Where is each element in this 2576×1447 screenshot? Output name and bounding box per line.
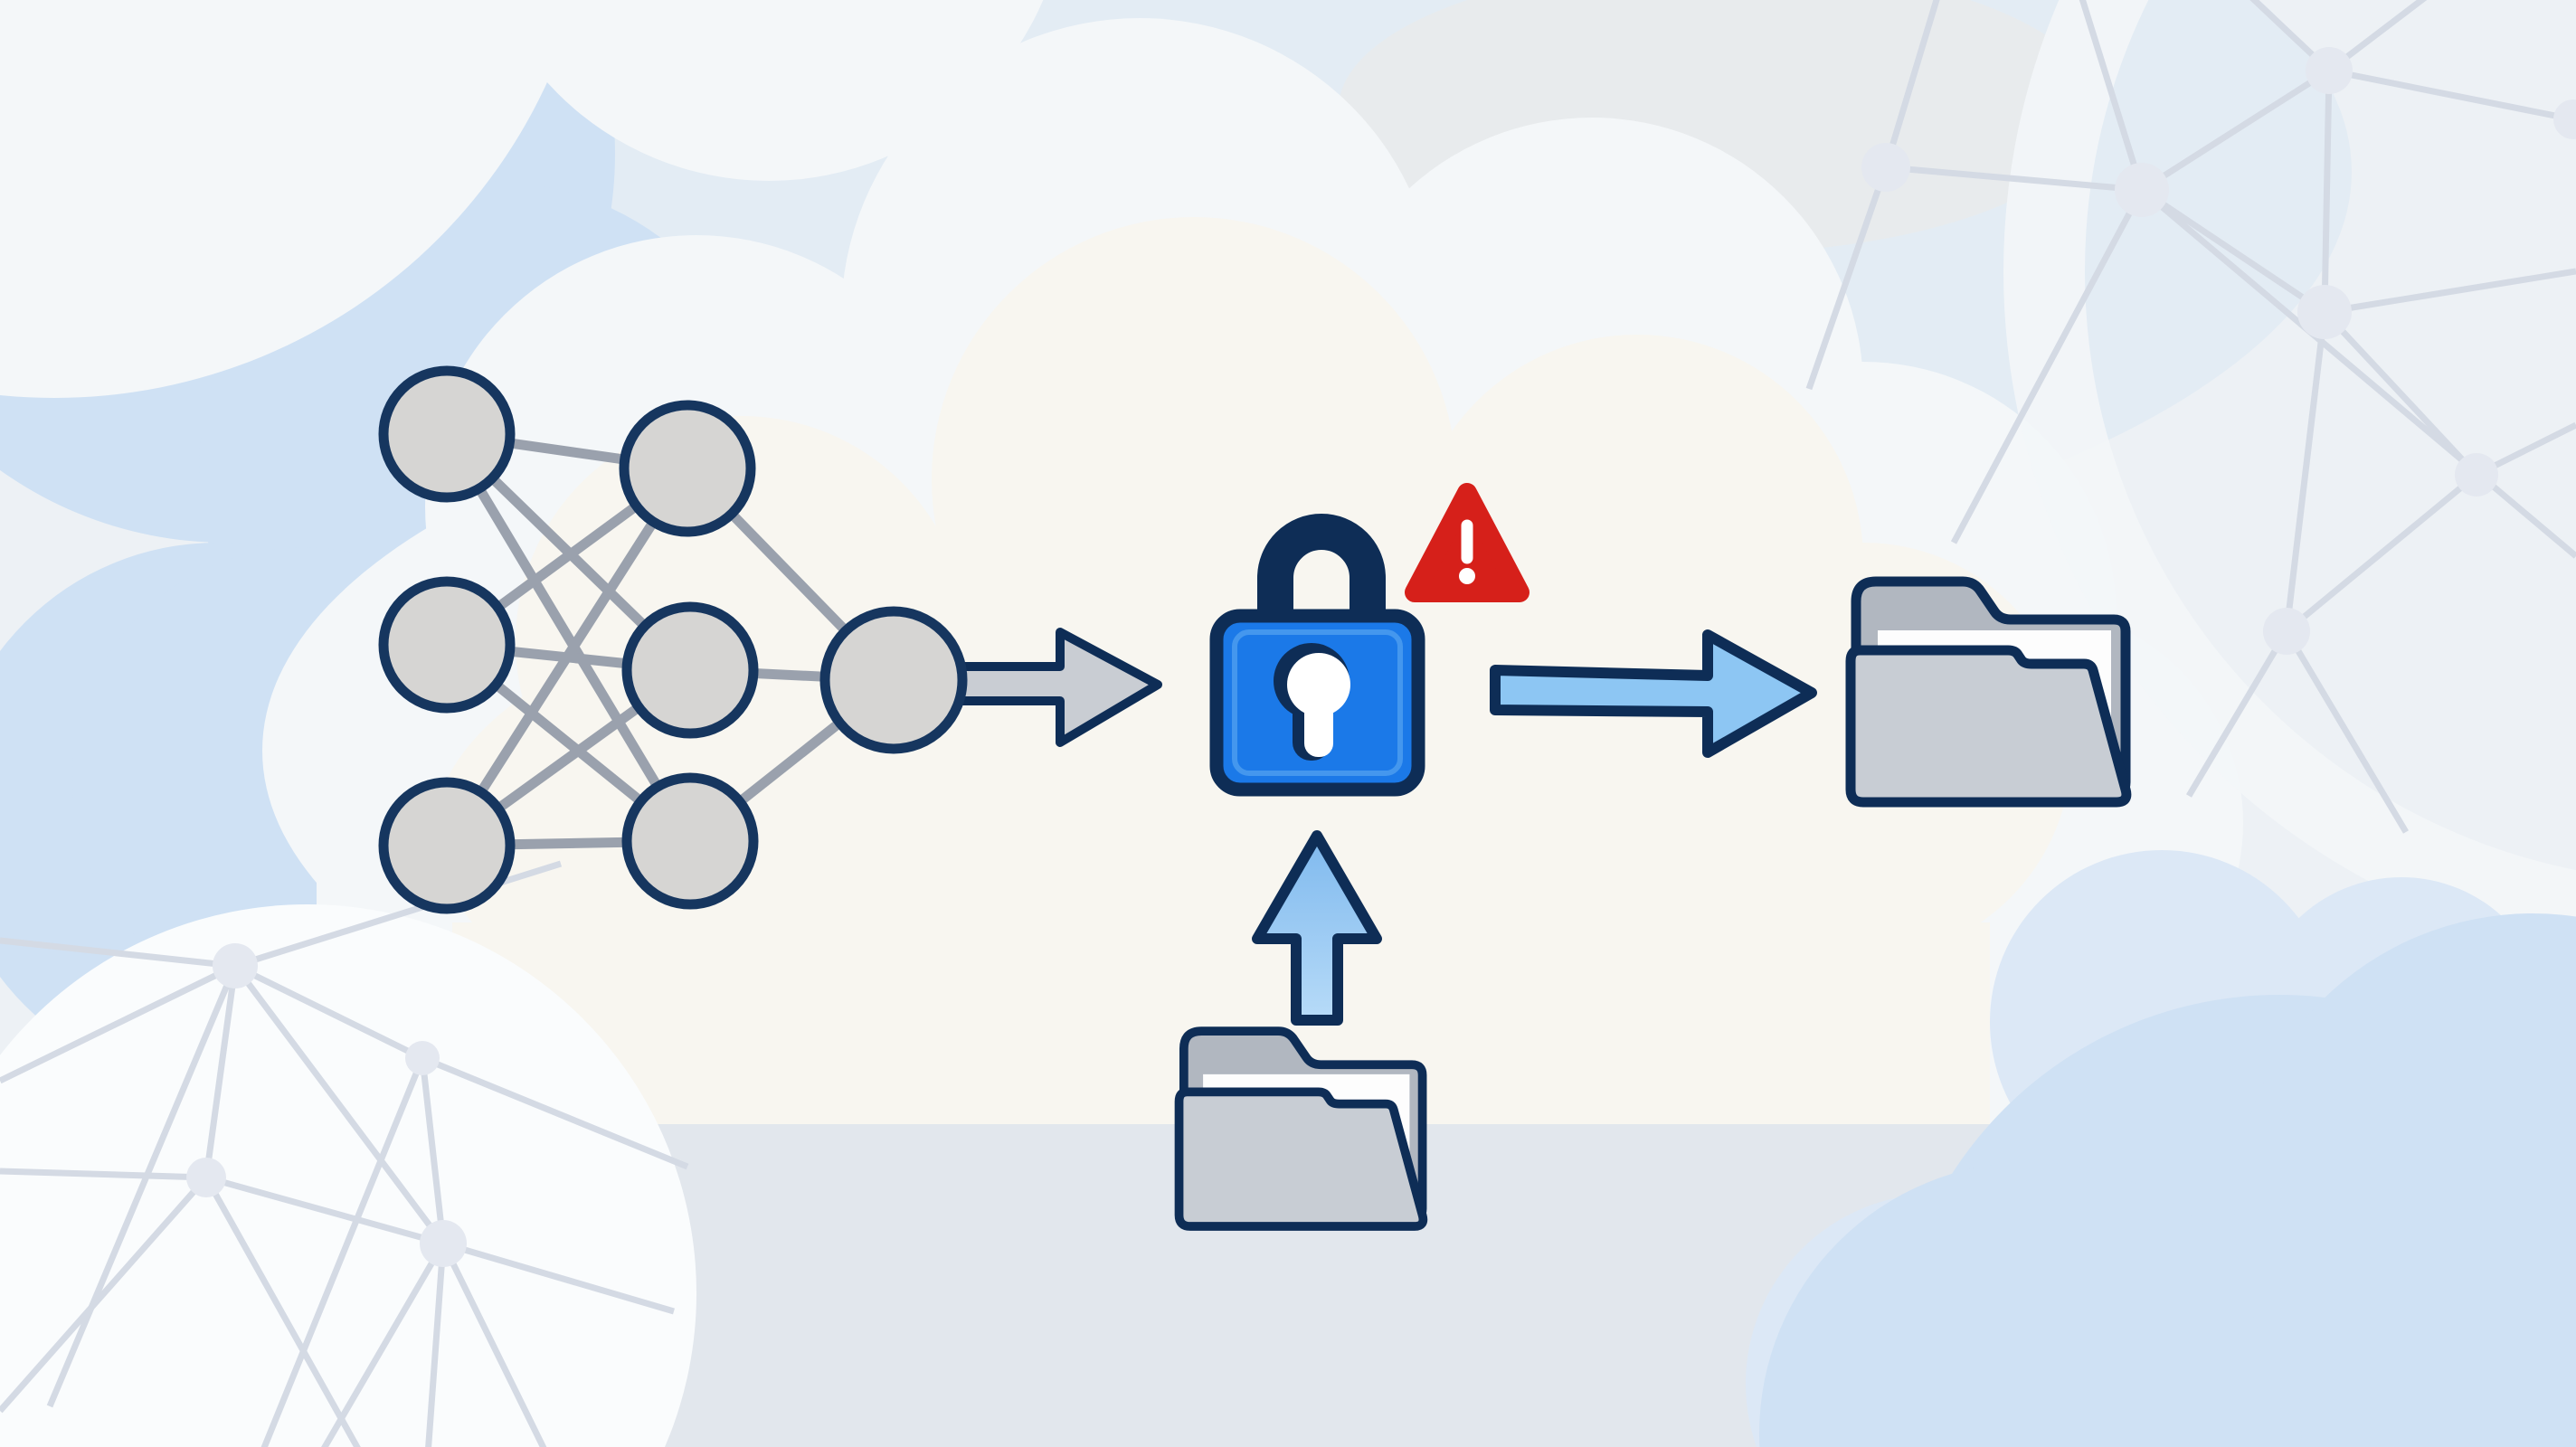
mesh-node (1861, 143, 1910, 192)
mesh-edge (2140, 68, 2331, 193)
mesh-edge (203, 965, 239, 1178)
folder-upload-arrow-icon (1252, 830, 1382, 1026)
mesh-node (2297, 285, 2352, 339)
keyhole-icon (1287, 653, 1350, 757)
mesh-node (2115, 163, 2169, 217)
mesh-node (2306, 47, 2353, 94)
folder-front-flap (1845, 645, 2132, 808)
mesh-edge (2328, 67, 2574, 123)
mesh-pattern-bottom-left (0, 860, 689, 1447)
destination-folder-icon (1845, 576, 2132, 808)
nn-node-hidden-3 (621, 772, 759, 910)
lock-icon (1209, 514, 1425, 797)
mesh-node (2263, 608, 2310, 655)
mesh-edge (440, 1242, 547, 1447)
nn-node-input-2 (378, 576, 516, 714)
mesh-edge (1882, 0, 1940, 169)
nn-edge (442, 466, 692, 848)
mesh-edge (425, 1243, 447, 1447)
flow-arrows (945, 628, 1817, 1026)
mesh-edge (0, 962, 237, 1084)
mesh-edge (2284, 472, 2479, 634)
mesh-edge (321, 1242, 447, 1447)
mesh-edge (1805, 166, 1889, 391)
mesh-edge (2324, 268, 2576, 316)
mesh-edge (2283, 629, 2410, 834)
mesh-edge (419, 1057, 447, 1244)
mesh-edge (2283, 311, 2328, 632)
warning-exclamation-dot (1459, 568, 1475, 584)
mesh-edge (232, 963, 446, 1246)
bg-clouds-bottom-right (1746, 850, 2576, 1447)
mesh-edge (0, 1168, 207, 1181)
folder-front-flap (1174, 1087, 1428, 1231)
mesh-node (2553, 99, 2576, 139)
mesh-edge (2140, 187, 2326, 315)
nn-node-output (819, 606, 968, 754)
lock-body-highlight (1232, 629, 1403, 776)
mesh-edge (0, 937, 236, 969)
nn-node-input-3 (378, 777, 516, 914)
mesh-edge (46, 964, 239, 1408)
warning-icon (1405, 483, 1530, 602)
mesh-edge (2079, 0, 2145, 192)
mesh-node (186, 1158, 226, 1197)
nn-output-arrow-icon (945, 628, 1162, 747)
mesh-edge (205, 1174, 444, 1247)
mesh-edge (2321, 70, 2333, 313)
source-folder-icon (1174, 1026, 1428, 1231)
mesh-node (405, 1041, 440, 1075)
mesh-pattern-top-right (1805, 0, 2576, 834)
nn-node-input-1 (378, 365, 516, 503)
neural-network-icon (378, 365, 968, 914)
mesh-node (2455, 453, 2498, 497)
mesh-edge (421, 1055, 689, 1170)
mesh-edge (203, 1176, 361, 1447)
bg-blob-bottom-left (0, 904, 696, 1447)
mesh-node (420, 1220, 467, 1267)
mesh-edge (1885, 164, 2143, 194)
folder-icons (1174, 576, 2132, 1231)
mesh-node (213, 943, 258, 988)
mesh-edge (2326, 0, 2428, 73)
mesh-edge (2139, 187, 2576, 559)
lock-to-folder-arrow-icon (1490, 629, 1817, 758)
nn-node-hidden-1 (619, 400, 756, 537)
bg-swirl-top-right (2003, 0, 2576, 953)
nn-edge (442, 431, 695, 844)
mesh-edge (233, 962, 424, 1062)
mesh-edge (2249, 0, 2332, 73)
mesh-edge (442, 1240, 675, 1315)
mesh-edge (0, 1175, 209, 1414)
mesh-edge (1950, 188, 2145, 544)
mesh-edge (260, 1056, 426, 1447)
lock-shackle (1257, 514, 1386, 636)
mesh-edge (2185, 629, 2290, 798)
mesh-edge (233, 860, 563, 969)
nn-node-hidden-2 (621, 601, 759, 739)
